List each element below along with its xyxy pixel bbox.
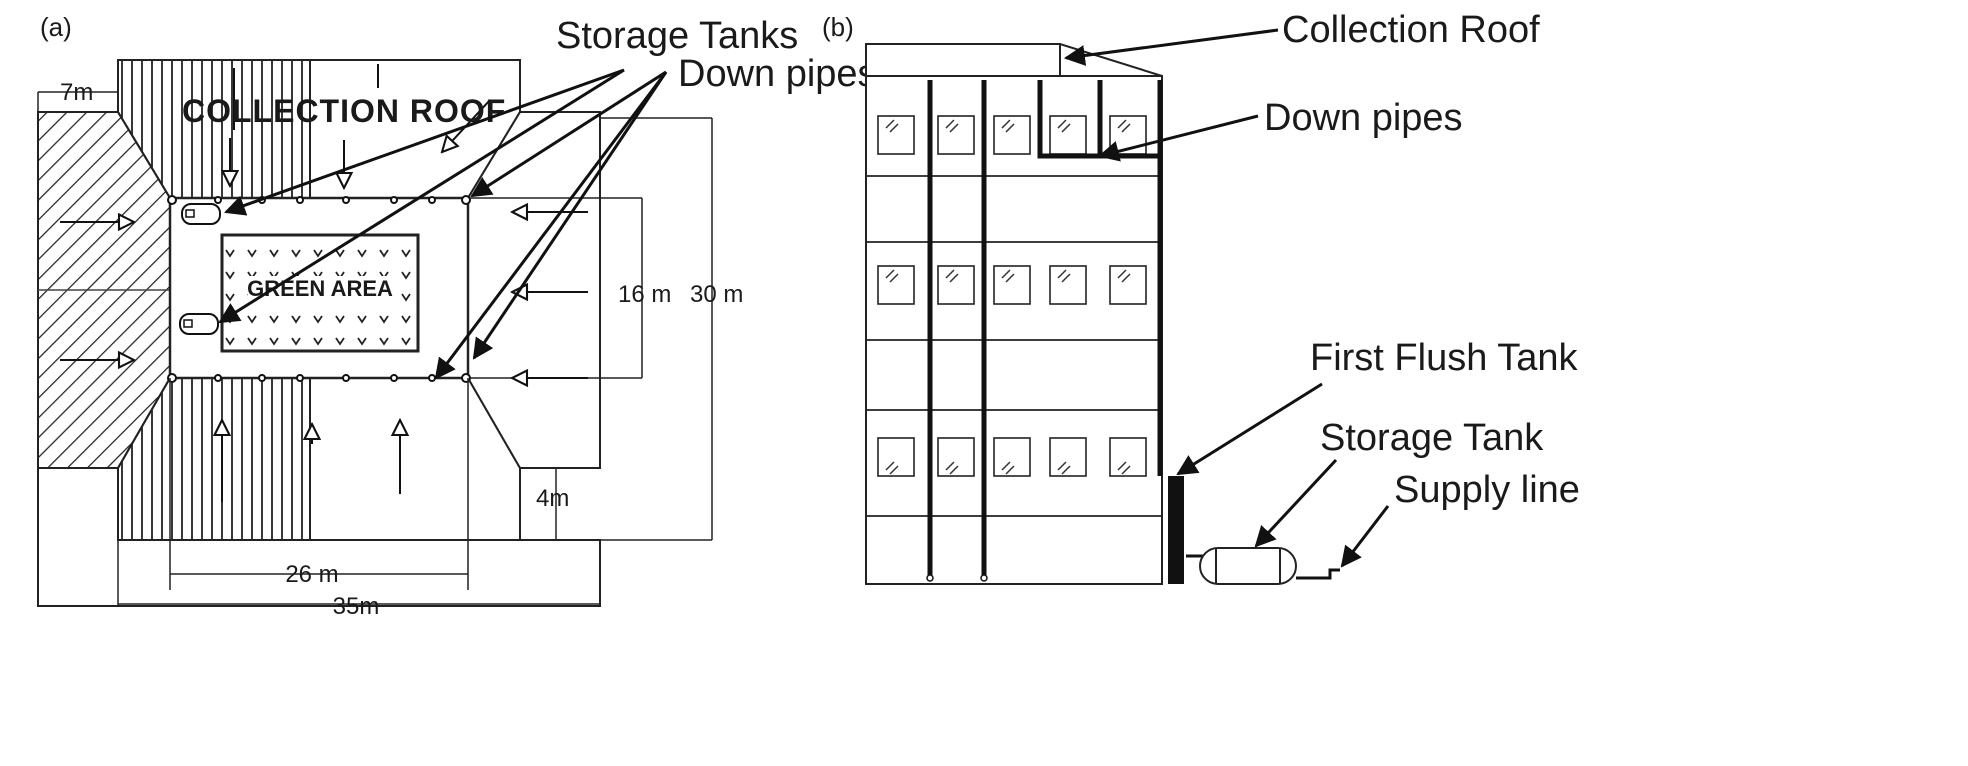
storage-tank-top bbox=[181, 203, 221, 225]
collection-roof-callout: Collection Roof bbox=[1282, 9, 1540, 51]
down-pipe-points bbox=[167, 195, 471, 383]
storage-tank-elevation bbox=[1199, 547, 1297, 585]
panel-b-elevation: (b) bbox=[822, 9, 1580, 585]
down-pipes-callout-a: Down pipes bbox=[678, 53, 877, 95]
dim-4m: 4m bbox=[536, 485, 569, 512]
storage-tanks-callout: Storage Tanks bbox=[556, 15, 798, 57]
first-flush-tank-callout: First Flush Tank bbox=[1310, 337, 1578, 379]
storage-tank-bottom bbox=[179, 313, 219, 335]
callout-leaders-b bbox=[1063, 28, 1390, 568]
window-glints bbox=[885, 119, 1131, 475]
collection-roof-plan-label: COLLECTION ROOF bbox=[182, 93, 506, 129]
callout-leaders-a bbox=[218, 68, 668, 380]
building-windows bbox=[877, 115, 1147, 477]
supply-line-callout: Supply line bbox=[1394, 469, 1580, 511]
storage-tank-callout: Storage Tank bbox=[1320, 417, 1544, 459]
panel-a-plan: (a) GREEN AREA bbox=[37, 12, 877, 620]
green-area-label: GREEN AREA bbox=[247, 276, 393, 301]
panel-a-label: (a) bbox=[40, 12, 72, 42]
floor-lines bbox=[866, 175, 1162, 517]
dim-7m: 7m bbox=[60, 79, 93, 106]
first-flush-tank bbox=[1168, 476, 1184, 584]
down-pipes-callout-b: Down pipes bbox=[1264, 97, 1463, 139]
roof-parapet bbox=[865, 43, 1163, 77]
dim-30m: 30 m bbox=[690, 281, 743, 308]
supply-line-pipe bbox=[1296, 568, 1340, 580]
dim-16m: 16 m bbox=[618, 281, 671, 308]
panel-b-label: (b) bbox=[822, 12, 854, 42]
dim-35m: 35m bbox=[333, 593, 380, 620]
dimension-lines bbox=[37, 91, 713, 606]
dim-26m: 26 m bbox=[285, 561, 338, 588]
